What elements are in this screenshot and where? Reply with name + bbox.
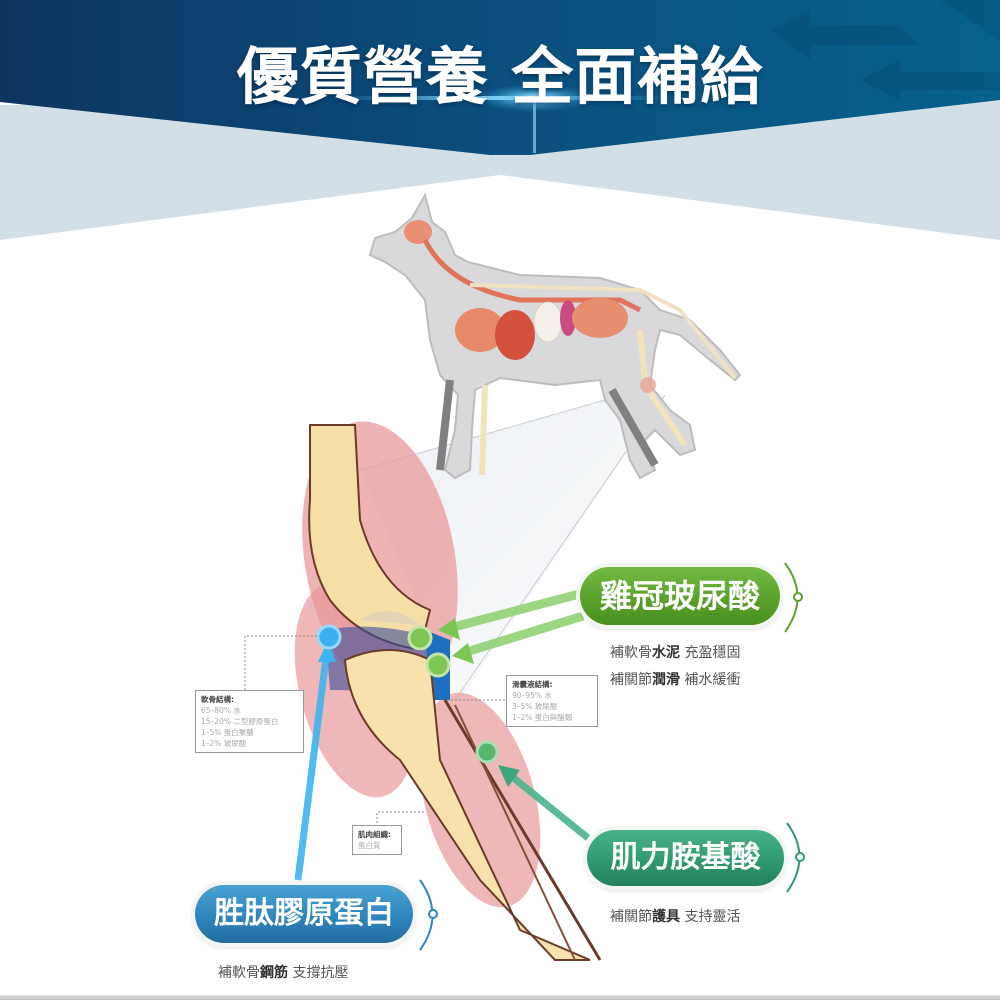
cartilage-heading: 軟骨結構: [201, 695, 234, 704]
synovial-heading: 滑囊液結構: [512, 680, 553, 689]
desc-text: 支撐抗壓 [288, 965, 349, 981]
muscle-info-box: 肌肉組織: 蛋白質 [352, 825, 402, 855]
desc-emphasis: 護具 [652, 909, 680, 925]
synovial-line: 1–2% 蛋白與酯類 [512, 713, 573, 722]
cartilage-line: 15–20% 二型膠原蛋白 [201, 717, 279, 726]
ingredient-desc: 補關節護具 支持靈活 [610, 906, 740, 926]
muscle-heading: 肌肉組織: [358, 830, 391, 839]
synovial-info-box: 滑囊液結構: 90–95% 水 3–5% 玻尿酸 1–2% 蛋白與酯類 [506, 675, 598, 727]
desc-text: 補水緩衝 [680, 672, 741, 688]
cartilage-line: 1–2% 玻尿酸 [201, 739, 247, 748]
cartilage-info-box: 軟骨結構: 65–80% 水 15–20% 二型膠原蛋白 1–5% 蛋白聚醣 1… [195, 690, 304, 753]
ingredient-badge-collagen-peptide: 胜肽膠原蛋白 [195, 885, 413, 943]
desc-text: 充盈穩固 [680, 645, 741, 661]
page-title: 優質營養 全面補給 [236, 40, 764, 113]
ingredient-desc: 補關節潤滑 補水緩衝 [610, 669, 740, 689]
desc-text: 補軟骨 [610, 645, 652, 661]
desc-emphasis: 鋼筋 [260, 965, 288, 981]
ingredient-name: 胜肽膠原蛋白 [214, 896, 394, 931]
ingredient-badge-amino-acids: 肌力胺基酸 [587, 830, 784, 886]
cartilage-line: 65–80% 水 [201, 706, 241, 715]
desc-text: 支持靈活 [680, 909, 741, 925]
desc-text: 補軟骨 [218, 965, 260, 981]
desc-text: 補關節 [610, 672, 652, 688]
desc-emphasis: 潤滑 [652, 672, 680, 688]
ingredient-name: 肌力胺基酸 [610, 840, 761, 875]
ingredient-name: 雞冠玻尿酸 [599, 577, 760, 615]
ingredient-desc: 補軟骨鋼筋 支撐抗壓 [218, 962, 348, 982]
cartilage-line: 1–5% 蛋白聚醣 [201, 728, 254, 737]
bottom-divider [0, 995, 1000, 1000]
ingredient-badge-hyaluronic-acid: 雞冠玻尿酸 [580, 567, 780, 625]
synovial-line: 3–5% 玻尿酸 [512, 702, 558, 711]
desc-emphasis: 水泥 [652, 645, 680, 661]
synovial-line: 90–95% 水 [512, 691, 552, 700]
desc-text: 補關節 [610, 909, 652, 925]
muscle-line: 蛋白質 [358, 841, 381, 850]
ingredient-desc: 補軟骨水泥 充盈穩固 [610, 642, 740, 662]
